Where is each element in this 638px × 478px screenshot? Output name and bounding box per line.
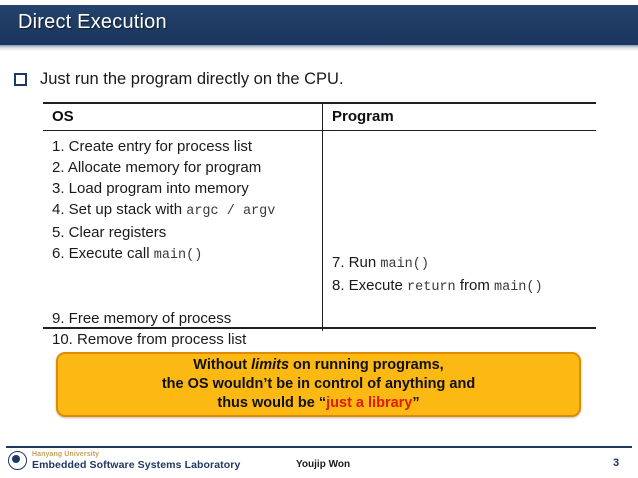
title-bar-shadow — [0, 45, 638, 51]
table-row: 10. Remove from process list — [52, 331, 247, 348]
table-row: 7. Run main() — [332, 254, 429, 272]
table-row: 2. Allocate memory for program — [52, 159, 262, 176]
laboratory-name: Embedded Software Systems Laboratory — [32, 459, 241, 471]
os-column-cell: 1. Create entry for process list 2. Allo… — [52, 136, 275, 350]
table-row: 6. Execute call main() — [52, 245, 203, 263]
callout-line-3: thus would be “just a library” — [217, 395, 420, 411]
callout-line-2: the OS wouldn’t be in control of anythin… — [161, 376, 476, 392]
square-bullet-icon — [14, 73, 27, 86]
table-column-divider — [322, 104, 323, 331]
code-main-call: main() — [153, 248, 203, 263]
bullet-row: Just run the program directly on the CPU… — [14, 70, 344, 89]
university-name: Hanyang University — [32, 451, 100, 458]
table-row: 9. Free memory of process — [52, 310, 232, 327]
callout-line-1: Without limits on running programs, — [193, 357, 444, 373]
table-row: 5. Clear registers — [52, 224, 167, 241]
code-main-run: main() — [380, 257, 429, 272]
footer-page-number: 3 — [613, 457, 620, 469]
code-argc-argv: argc / argv — [186, 204, 276, 219]
code-main-return: main() — [494, 280, 543, 295]
direct-execution-table: OS Program 1. Create entry for process l… — [43, 102, 596, 348]
table-row: 1. Create entry for process list — [52, 138, 253, 155]
table-row: 3. Load program into memory — [52, 180, 249, 197]
table-header-row: OS Program — [43, 104, 596, 131]
code-return: return — [407, 280, 456, 295]
program-column-cell: 7. Run main() 8. Execute return from mai… — [332, 252, 543, 298]
table-row-spacer — [52, 266, 275, 287]
slide-title-bar — [0, 5, 638, 45]
table-row: 4. Set up stack with argc / argv — [52, 201, 276, 219]
callout-box: Without limits on running programs, the … — [56, 352, 581, 417]
table-row-spacer — [52, 287, 275, 308]
table-row: 8. Execute return from main() — [332, 277, 543, 295]
page-title: Direct Execution — [18, 11, 167, 33]
column-header-program: Program — [332, 108, 394, 125]
footer-author: Youjip Won — [296, 459, 351, 470]
footer-divider — [6, 446, 632, 448]
callout-emphasis-limits: limits — [251, 357, 290, 373]
bullet-text: Just run the program directly on the CPU… — [40, 70, 344, 88]
university-seal-icon — [8, 451, 27, 471]
column-header-os: OS — [52, 108, 74, 125]
callout-highlight-just-a-library: just a library — [326, 395, 413, 411]
logo-text-block: Hanyang University Embedded Software Sys… — [32, 451, 240, 471]
footer-logo: Hanyang University Embedded Software Sys… — [8, 451, 240, 471]
